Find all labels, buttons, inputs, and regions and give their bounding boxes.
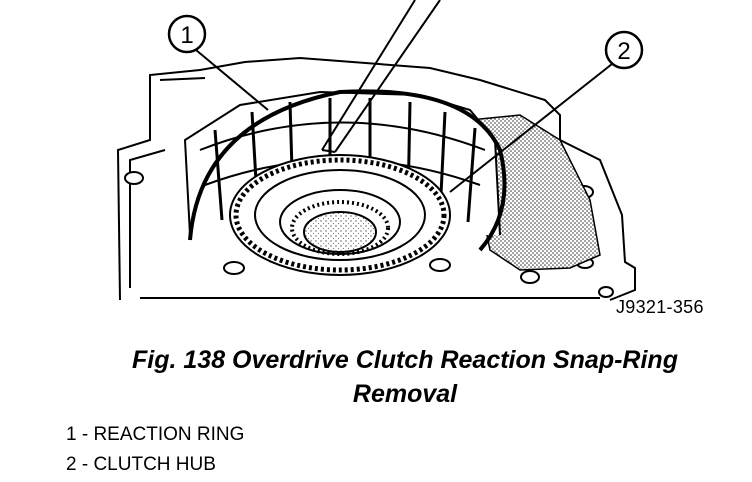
callout-1: 1: [167, 14, 269, 111]
figure-caption-line-1: Fig. 138 Overdrive Clutch Reaction Snap-…: [132, 346, 678, 374]
callout-1-label: 1: [180, 22, 193, 49]
callout-2: 2: [449, 30, 644, 193]
clutch-hub: [229, 154, 451, 276]
callout-2-label: 2: [617, 38, 630, 65]
removal-tool: [321, 0, 441, 153]
figure-caption-line-2: Removal: [352, 380, 458, 408]
figure-caption: Fig. 138 Overdrive Clutch Reaction Snap-…: [60, 343, 750, 411]
figure-id-label: J9321-356: [616, 297, 704, 317]
transmission-illustration: 1 2: [116, 0, 644, 301]
legend-item-reaction-ring: 1 - REACTION RING: [66, 424, 245, 445]
transmission-housing: [116, 56, 636, 301]
legend: 1 - REACTION RING 2 - CLUTCH HUB: [66, 420, 244, 480]
legend-item-clutch-hub: 2 - CLUTCH HUB: [66, 454, 216, 475]
housing-bolt-holes: [124, 164, 614, 298]
reaction-snap-ring: [188, 89, 507, 252]
